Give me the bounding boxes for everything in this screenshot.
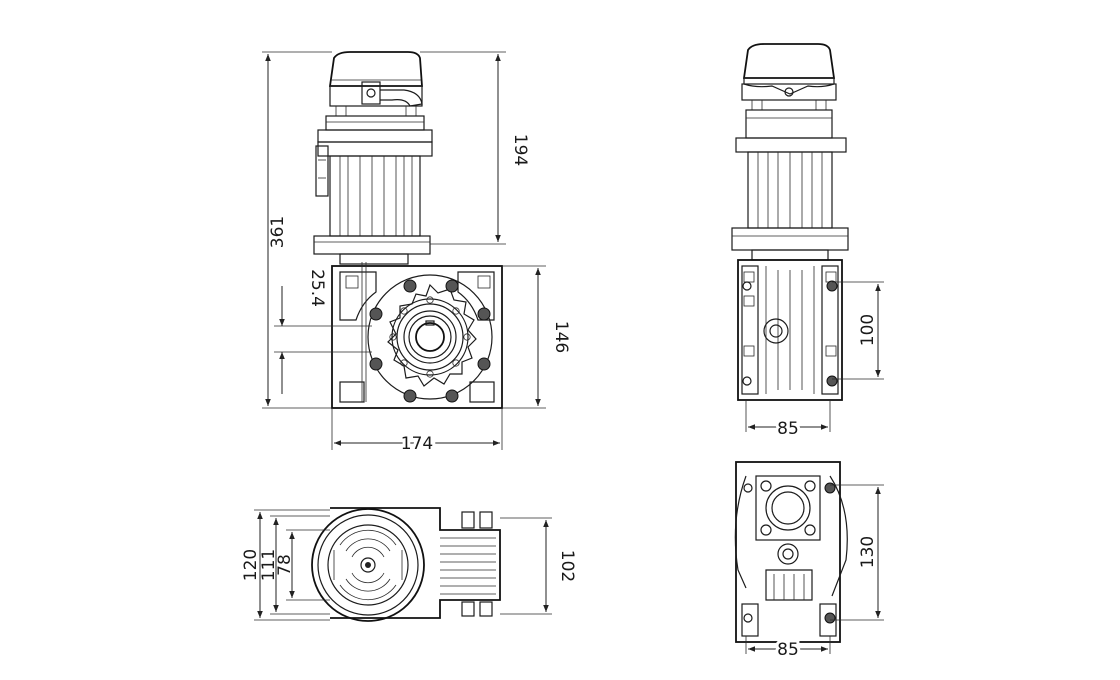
bolt-icon bbox=[826, 280, 838, 292]
bolt-icon bbox=[369, 307, 383, 321]
plan-gearbox-body bbox=[330, 507, 501, 619]
gear-outer-ring bbox=[367, 274, 493, 400]
dim-overall-height: 361 bbox=[268, 216, 288, 248]
bolt-icon bbox=[477, 357, 491, 371]
dim-gearbox-height: 146 bbox=[551, 321, 571, 353]
dim-bottom-base-width: 85 bbox=[777, 640, 799, 660]
front-view-dimensions: 361 194 25.4 146 174 bbox=[262, 51, 571, 457]
dim-side-base-width: 85 bbox=[777, 419, 799, 439]
bolt-icon bbox=[403, 389, 417, 403]
bolt-icon bbox=[369, 357, 383, 371]
side-upper-flange bbox=[745, 109, 833, 139]
front-view bbox=[313, 51, 503, 409]
bottom-view-dimensions: 130 85 bbox=[745, 484, 884, 663]
motor-upper-flange bbox=[325, 115, 425, 131]
output-shaft-bore bbox=[415, 322, 445, 352]
bolt-icon bbox=[477, 307, 491, 321]
motor-cap bbox=[328, 51, 423, 87]
gearbox-housing bbox=[331, 265, 503, 409]
side-motor-cap bbox=[742, 43, 836, 79]
dim-motor-height: 194 bbox=[510, 134, 530, 166]
side-view-dimensions: 100 85 bbox=[745, 281, 884, 442]
junction-box bbox=[315, 145, 329, 197]
dim-plan-outer-width: 120 bbox=[241, 549, 261, 581]
dim-gearbox-width: 174 bbox=[401, 434, 433, 454]
plan-view bbox=[311, 507, 501, 622]
side-view bbox=[731, 43, 849, 401]
plan-motor-cap bbox=[311, 508, 425, 622]
motor-body bbox=[329, 155, 421, 237]
dim-plan-inner-width: 78 bbox=[275, 554, 295, 576]
side-shaft-hub bbox=[763, 318, 789, 344]
dim-bottom-bolt-spacing: 130 bbox=[858, 536, 878, 568]
brake-lever bbox=[380, 89, 423, 107]
bottom-view bbox=[734, 461, 848, 643]
bolt-icon bbox=[403, 279, 417, 293]
dim-shaft-offset: 25.4 bbox=[307, 269, 327, 307]
plan-center-knob bbox=[360, 557, 376, 573]
dim-plan-mid-width: 111 bbox=[259, 549, 279, 581]
bottom-shaft-hub bbox=[777, 543, 799, 565]
bolt-icon bbox=[445, 389, 459, 403]
plan-view-dimensions: 120 111 78 102 bbox=[241, 509, 577, 621]
bolt-icon bbox=[824, 612, 836, 624]
side-lower-flange bbox=[731, 227, 849, 251]
dim-plan-flange-width: 102 bbox=[557, 550, 577, 582]
brake-release-block bbox=[361, 81, 381, 105]
bolt-icon bbox=[824, 482, 836, 494]
motor-lower-flange bbox=[313, 235, 431, 255]
dim-side-bolt-spacing: 100 bbox=[858, 314, 878, 346]
bolt-icon bbox=[826, 375, 838, 387]
gear-toothed-ring bbox=[387, 283, 477, 387]
side-gearbox-housing bbox=[737, 259, 843, 401]
bolt-icon bbox=[445, 279, 459, 293]
